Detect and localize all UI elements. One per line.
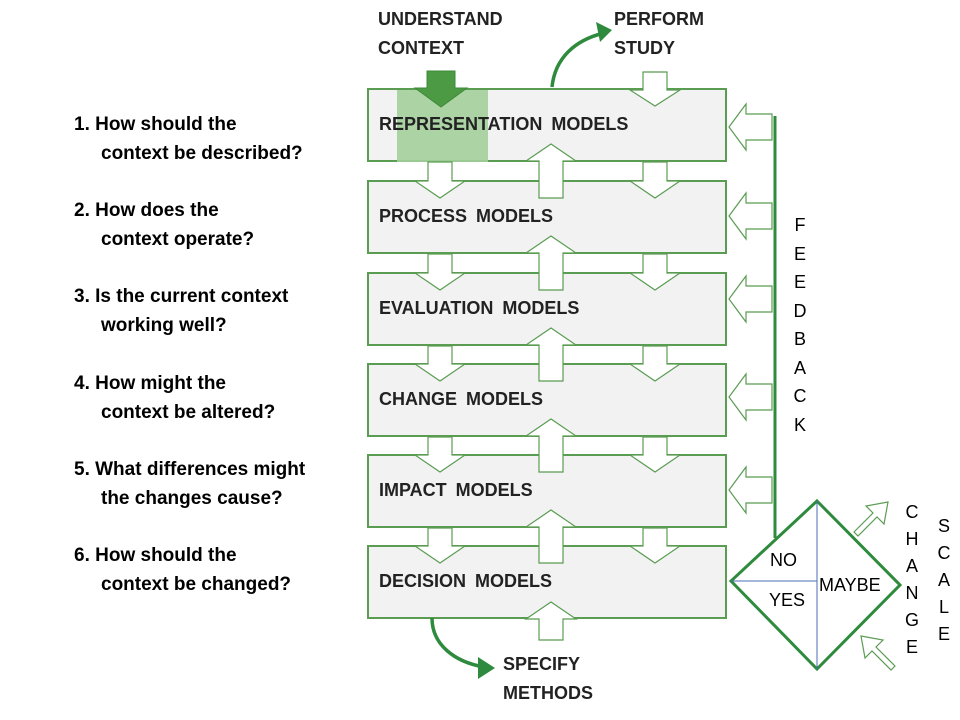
specify-methods-arrowhead xyxy=(478,657,495,679)
up-arrow-outline xyxy=(524,327,578,382)
decision-yes-label: YES xyxy=(769,590,806,610)
down-arrow-outline xyxy=(628,253,682,291)
decision-no-label: NO xyxy=(770,550,797,570)
specify-methods-curve-arrow xyxy=(430,617,485,669)
perform-study-curve-arrow xyxy=(550,31,605,88)
up-arrow-outline xyxy=(524,509,578,564)
model-label: DECISION MODELS xyxy=(379,571,553,591)
model-label: REPRESENTATION MODELS xyxy=(379,114,629,134)
decision-maybe-label: MAYBE xyxy=(819,575,881,595)
down-arrow-outline xyxy=(413,253,467,291)
down-arrow-outline xyxy=(413,161,467,199)
down-arrow-outline xyxy=(627,71,683,107)
down-arrow-outline xyxy=(413,436,467,473)
understand-context-arrow xyxy=(413,70,469,108)
left-arrow-outline xyxy=(728,102,773,152)
up-arrow-outline xyxy=(524,143,578,199)
down-arrow-outline xyxy=(413,345,467,382)
diagonal-up-arrow-outline xyxy=(853,501,889,537)
left-arrow-outline xyxy=(728,465,773,515)
up-arrow-outline xyxy=(524,601,578,641)
down-arrow-outline xyxy=(628,527,682,564)
up-arrow-outline xyxy=(524,235,578,291)
perform-study-arrowhead xyxy=(596,22,612,42)
down-arrow-outline xyxy=(628,161,682,199)
left-arrow-outline xyxy=(728,372,773,422)
model-label: PROCESS MODELS xyxy=(379,206,554,226)
down-arrow-outline xyxy=(628,345,682,382)
model-label: IMPACT MODELS xyxy=(379,480,533,500)
left-arrow-outline xyxy=(728,274,773,324)
up-arrow-outline xyxy=(524,418,578,473)
diagonal-down-arrow-outline xyxy=(860,635,896,671)
model-label: EVALUATION MODELS xyxy=(379,298,580,318)
model-label: CHANGE MODELS xyxy=(379,389,544,409)
left-arrow-outline xyxy=(728,191,773,241)
down-arrow-outline xyxy=(628,436,682,473)
down-arrow-outline xyxy=(413,527,467,564)
